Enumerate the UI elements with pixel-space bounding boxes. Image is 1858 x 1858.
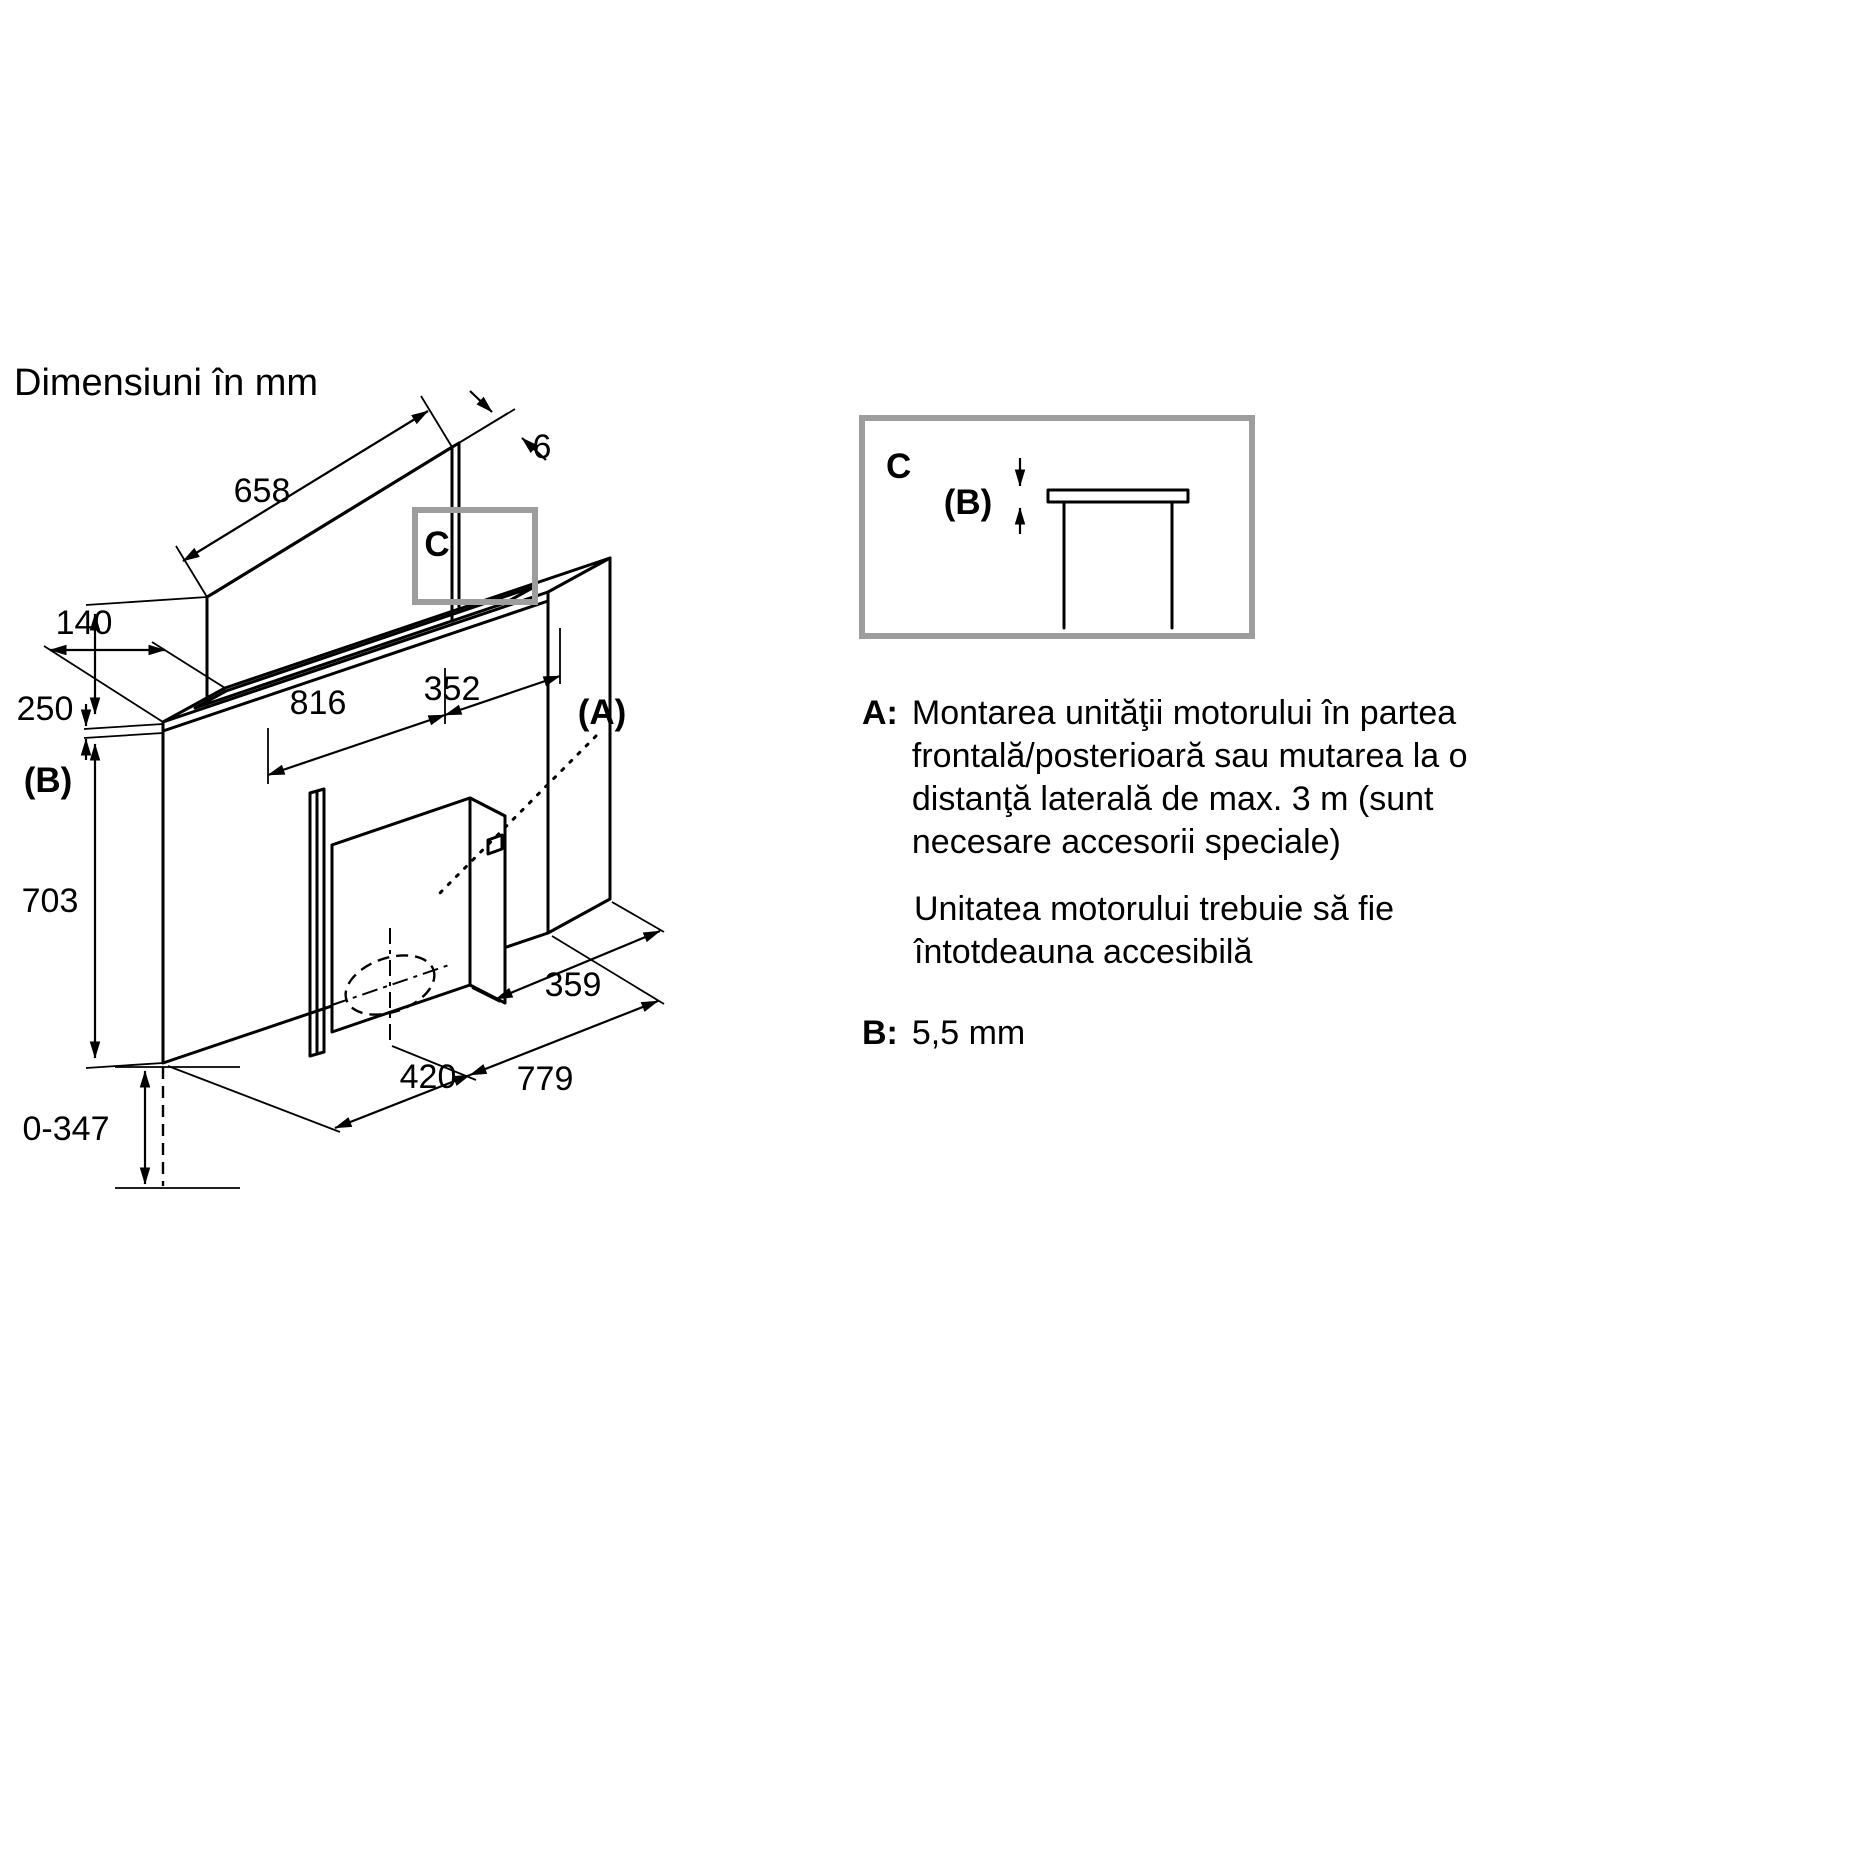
detail-box-label: C (886, 447, 911, 486)
detail-box-frame (859, 415, 1255, 639)
dimarrow-6-top (469, 390, 493, 413)
dimension-annotations: 658 6 140 250 (B) 703 (17, 390, 665, 1189)
ext-359 (471, 901, 665, 1003)
note-a-text-2: Unitatea motorului trebuie să fie întotd… (914, 890, 1395, 971)
note-a-text: Montarea unităţii motorului în partea fr… (911, 694, 1468, 861)
ext-658 (175, 395, 453, 598)
dimline-352 (444, 674, 561, 717)
dim-label-420: 420 (400, 1058, 457, 1096)
note-b-value: 5,5 mm (911, 1014, 1026, 1052)
dimline-420 (334, 1073, 471, 1130)
detail-ref-b-label: (B) (944, 483, 993, 522)
dimline-658 (182, 410, 429, 562)
dim-label-6: 6 (533, 428, 552, 466)
note-b-label: B: (862, 1014, 898, 1052)
motor-unit-side-face (468, 796, 507, 1005)
duct-channel-outline (308, 787, 326, 1058)
note-a-label: A: (862, 694, 898, 732)
ext-250 (85, 596, 208, 606)
note-b: B: 5,5 mm (862, 1012, 1025, 1055)
dimline-359 (495, 929, 661, 1001)
detail-callout-frame (412, 507, 538, 605)
dim-label-779: 779 (517, 1060, 574, 1098)
ref-label-a: (A) (578, 693, 627, 732)
dimarrow-6-bottom (521, 437, 547, 461)
ref-label-b-main: (B) (24, 761, 73, 800)
dim-label-250: 250 (17, 690, 74, 728)
detail-callout: C (412, 507, 538, 605)
ext-420-779 (167, 935, 665, 1133)
dim-label-352: 352 (424, 670, 481, 708)
detail-slot-walls (1062, 500, 1174, 630)
detail-callout-label: C (424, 525, 449, 564)
dim-label-816: 816 (290, 684, 347, 722)
dim-label-140: 140 (56, 604, 113, 642)
dim-label-0-347: 0-347 (23, 1110, 110, 1148)
detail-panel-cross-section (1046, 488, 1190, 504)
counter-top-outline (161, 556, 612, 733)
duct-outlet-centerline-horizontal (331, 963, 453, 1006)
dim-label-658: 658 (234, 472, 291, 510)
ext-703 (85, 1062, 164, 1069)
ext-0-347 (115, 1066, 240, 1189)
page-title: Dimensiuni în mm (14, 362, 319, 404)
ext-b-ref (83, 723, 164, 739)
detail-box-c: C (B) (859, 415, 1255, 639)
dim-label-359: 359 (545, 966, 602, 1004)
dimline-816 (267, 713, 446, 777)
main-drawing (161, 441, 612, 1065)
note-a: A: Montarea unităţii motorului în partea… (862, 692, 1642, 864)
dim-label-703: 703 (22, 882, 79, 920)
leader-a-dotted (434, 734, 598, 899)
dimline-779 (469, 999, 659, 1077)
ext-6 (451, 408, 516, 448)
